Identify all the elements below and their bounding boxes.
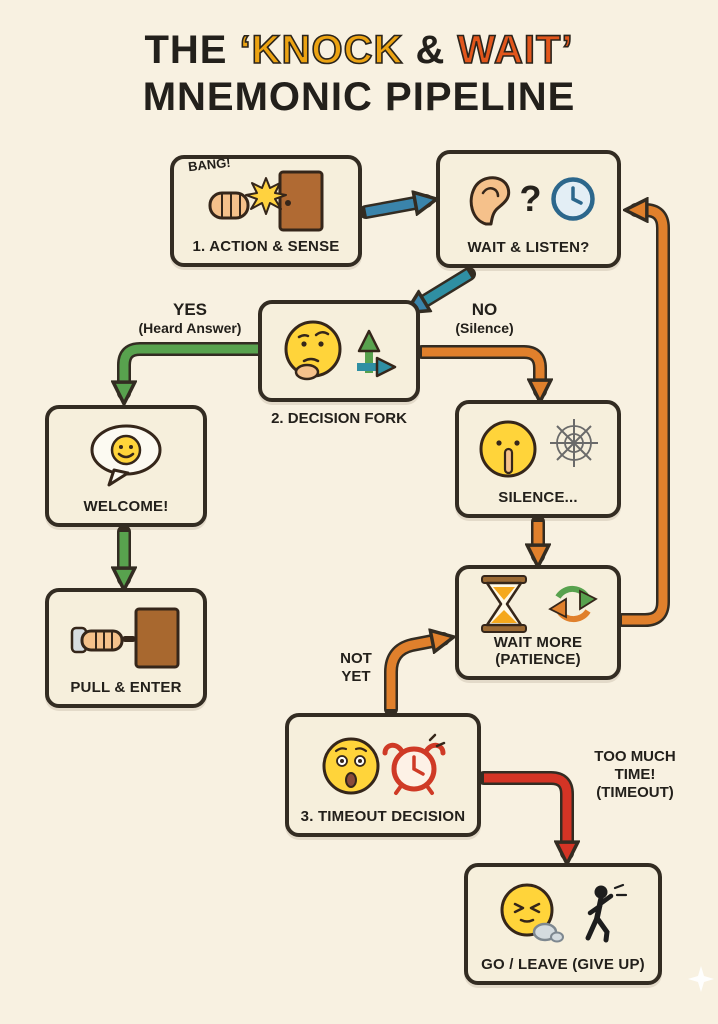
- thinking-face-icon: [284, 320, 342, 381]
- silence-illustration: [479, 419, 598, 478]
- spider-web-icon: [550, 419, 598, 468]
- title-line2: MNEMONIC PIPELINE: [142, 75, 576, 119]
- give-up-illustration: [500, 883, 628, 943]
- arrow-waitmore-loop-to-listen: [615, 210, 670, 627]
- edge-label-yes: YES (Heard Answer): [120, 300, 260, 337]
- hourglass-icon: [481, 575, 527, 634]
- edge-label-no: NO (Silence): [432, 300, 537, 337]
- title-wait: WAIT’: [457, 27, 574, 73]
- node-decision-fork: [258, 300, 420, 402]
- node-label-welcome: WELCOME!: [83, 497, 169, 515]
- title-knock: ‘KNOCK: [239, 27, 404, 73]
- too-much-text: TOO MUCH: [594, 748, 676, 765]
- decision-fork-icons: [268, 310, 410, 390]
- title-the: THE: [144, 28, 240, 72]
- yet-text: YET: [341, 668, 371, 685]
- node-go-leave: GO / LEAVE (GIVE UP): [464, 863, 662, 985]
- yes-text: YES: [172, 300, 208, 319]
- node-timeout-decision: 3. TIMEOUT DECISION: [285, 713, 481, 837]
- silence-icons: [465, 410, 611, 489]
- welcome-icons: [55, 415, 197, 498]
- alarm-clock-icon: [382, 734, 446, 796]
- edge-label-too-much-time: TOO MUCH TIME! (TIMEOUT): [580, 748, 690, 802]
- node-label-wait-more: WAIT MORE: [493, 633, 583, 651]
- question-mark: ?: [519, 178, 542, 220]
- wait-listen-icons: ?: [446, 160, 611, 239]
- fist-icon: [208, 191, 250, 220]
- sigh-face-icon: [500, 883, 564, 943]
- poster-title: THE ‘KNOCK & WAIT’ MNEMONIC PIPELINE: [0, 27, 718, 120]
- shushing-face-icon: [479, 420, 537, 478]
- arrow-notyet-to-waitmore: [384, 639, 443, 716]
- node-action-sense: BANG! 1. ACTION & SENSE: [170, 155, 362, 267]
- time-text: TIME!: [614, 766, 656, 783]
- knock-door-illustration: [208, 170, 324, 232]
- pull-door-illustration: [70, 607, 180, 669]
- door-icon: [278, 170, 324, 232]
- node-sublabel-wait-more: (PATIENCE): [495, 650, 581, 668]
- walking-person-icon: [585, 884, 628, 943]
- smiley-icon: [110, 435, 142, 466]
- node-label-silence: SILENCE...: [498, 488, 578, 506]
- silence-subtext: (Silence): [455, 320, 514, 337]
- arrow-timeout-to-leave: [477, 771, 567, 853]
- title-line1: THE ‘KNOCK & WAIT’: [0, 27, 718, 73]
- node-wait-listen: ? WAIT & LISTEN?: [436, 150, 621, 268]
- arrow-action-to-listen: [359, 201, 426, 219]
- title-amp: &: [403, 28, 458, 72]
- right-arrow-icon: [357, 356, 397, 378]
- arrow-listen-to-fork: [415, 267, 476, 307]
- clock-icon: [550, 177, 595, 222]
- node-label-action-sense: 1. ACTION & SENSE: [192, 237, 340, 255]
- door-icon: [134, 607, 180, 669]
- refresh-icon: [548, 586, 598, 623]
- node-label-go-leave: GO / LEAVE (GIVE UP): [481, 955, 645, 973]
- node-wait-more: WAIT MORE (PATIENCE): [455, 565, 621, 680]
- node-label-pull-enter: PULL & ENTER: [70, 678, 182, 696]
- burst-icon: [245, 177, 287, 216]
- pulling-hand-icon: [70, 627, 136, 654]
- node-silence: SILENCE...: [455, 400, 621, 518]
- worried-face-icon: [322, 737, 380, 795]
- wait-more-icons: [465, 575, 611, 634]
- arrow-yes-to-welcome: [124, 342, 269, 393]
- not-text: NOT: [340, 650, 372, 667]
- no-text: NO: [471, 300, 498, 319]
- heard-answer-text: (Heard Answer): [138, 320, 242, 337]
- ear-icon: [469, 176, 510, 226]
- timeout-subtext: (TIMEOUT): [596, 784, 674, 801]
- timeout-illustration: [322, 734, 446, 796]
- corner-sparkle-icon: [688, 966, 714, 992]
- go-leave-icons: [474, 873, 652, 956]
- timeout-icons: [295, 723, 471, 808]
- node-welcome: WELCOME!: [45, 405, 207, 527]
- patience-illustration: [481, 575, 598, 634]
- node-pull-enter: PULL & ENTER: [45, 588, 207, 708]
- node-label-timeout: 3. TIMEOUT DECISION: [300, 807, 466, 825]
- arrow-no-to-silence: [415, 345, 540, 391]
- pull-enter-icons: [55, 598, 197, 679]
- action-sense-icons: BANG!: [180, 155, 352, 238]
- speech-bubble-icon: [90, 424, 162, 487]
- edge-label-not-yet: NOT YET: [326, 650, 386, 686]
- node-label-wait-listen: WAIT & LISTEN?: [467, 238, 590, 256]
- decision-fork-illustration: [284, 320, 397, 381]
- node-label-decision-fork: 2. DECISION FORK: [271, 410, 407, 427]
